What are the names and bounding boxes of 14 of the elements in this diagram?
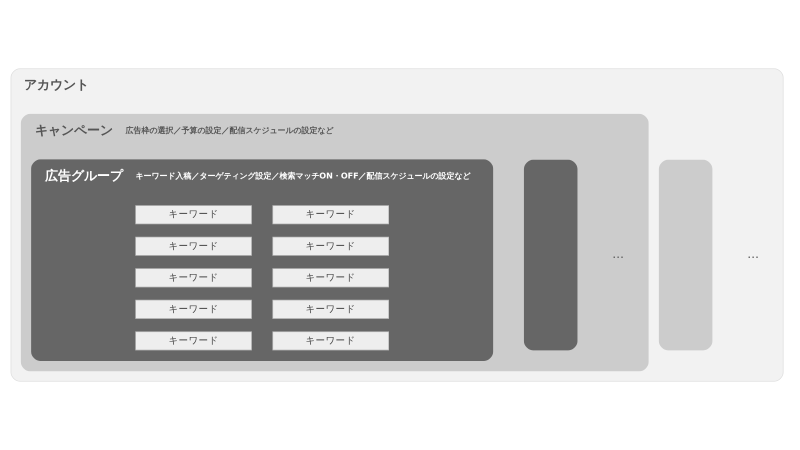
node-box: キーワード bbox=[272, 205, 389, 224]
node-box: キーワード bbox=[135, 205, 252, 224]
node-box: キーワード bbox=[135, 236, 252, 256]
node-box: キーワード bbox=[135, 268, 252, 288]
node-box: キーワード bbox=[272, 236, 389, 256]
node-box bbox=[658, 160, 712, 350]
node-box: キーワード bbox=[272, 268, 389, 288]
label: … bbox=[612, 246, 624, 261]
node-box bbox=[524, 160, 578, 350]
node-box: キーワード bbox=[135, 331, 252, 350]
node-box: キーワード bbox=[135, 300, 252, 319]
node-box: キーワード bbox=[272, 331, 389, 350]
node-box: キーワード bbox=[272, 300, 389, 319]
label: … bbox=[747, 246, 759, 261]
